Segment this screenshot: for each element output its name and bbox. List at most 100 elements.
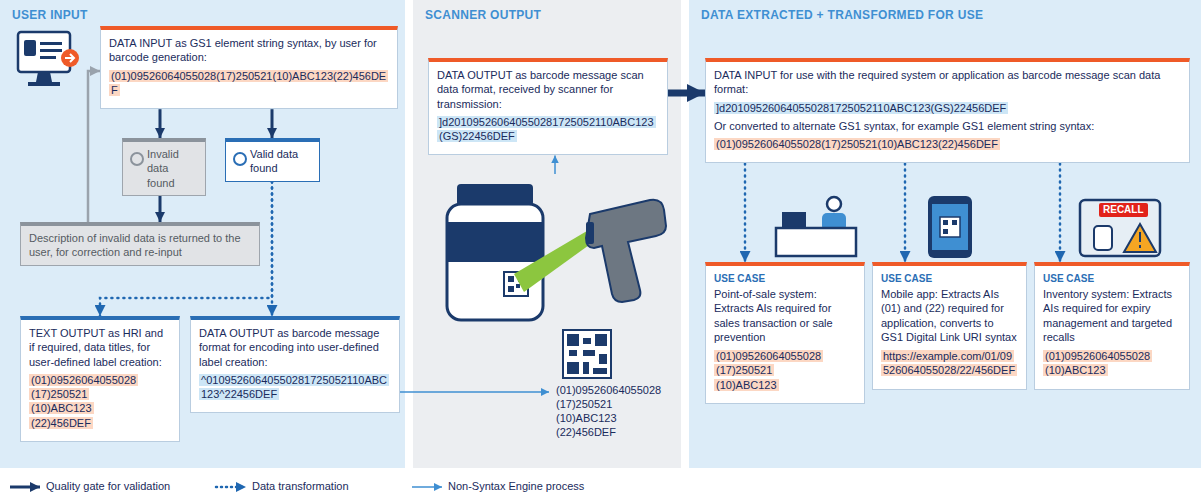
- recall-sign: [1124, 224, 1156, 252]
- code-line: (01)09526064055028 (17)250521 (10)ABC123…: [29, 373, 171, 430]
- barcode-scanner: [586, 222, 594, 244]
- box-text: Valid data found: [250, 147, 311, 176]
- computer-icon: [18, 32, 70, 72]
- phone-illustration: [932, 204, 968, 250]
- code-line: (01)09526064055028(17)250521(10)ABC123(2…: [109, 69, 389, 98]
- cashier-illustration: [782, 212, 806, 228]
- product-jar: [448, 222, 542, 262]
- legend-samples: [216, 486, 246, 489]
- 2d-barcode: [583, 338, 591, 344]
- computer-icon: [61, 49, 79, 67]
- box-text: TEXT OUTPUT as HRI and if required, data…: [29, 326, 171, 369]
- phone-illustration: [928, 196, 972, 258]
- legend-text: Non-Syntax Engine process: [448, 480, 584, 492]
- box-text: Mobile app: Extracts AIs (01) and (22) r…: [881, 287, 1018, 344]
- 2d-barcode: [569, 350, 577, 356]
- element-string: ^01095260640550281725052110ABC123^22456D…: [199, 374, 389, 400]
- cashier-illustration: [776, 228, 856, 256]
- process-arrow: [400, 391, 549, 393]
- input-box: DATA INPUT as GS1 element string syntax,…: [100, 26, 398, 109]
- product-jar: [447, 204, 543, 320]
- element-string: (01)09526064055028 (17)250521 (10)ABC123: [714, 350, 823, 391]
- element-string: (01)09526064055028 (10)ABC123: [1043, 350, 1152, 376]
- box-heading: USE CASE: [881, 272, 1018, 285]
- 2d-barcode: [563, 330, 611, 378]
- output-box: TEXT OUTPUT as HRI and if required, data…: [20, 316, 180, 442]
- element-string: (01)09526064055028(17)250521(10)ABC123(2…: [714, 138, 1000, 150]
- recall-sign: [1139, 245, 1141, 248]
- computer-icon: [40, 42, 62, 45]
- box-text: Description of invalid data is returned …: [29, 231, 251, 260]
- flow-arrow: [668, 90, 705, 97]
- computer-icon: [65, 54, 74, 62]
- box-text: Invalid data found: [147, 147, 197, 190]
- 2d-barcode: [593, 368, 607, 374]
- legend-samples: [412, 486, 442, 488]
- 2d-barcode: [595, 334, 607, 346]
- flow-arrow: [88, 71, 100, 222]
- use-case-box: USE CASE Mobile app: Extracts AIs (01) an…: [872, 262, 1027, 390]
- valid-box: Valid data found: [225, 138, 320, 182]
- product-jar: [508, 286, 514, 292]
- panel-ground: [689, 0, 1201, 468]
- element-string: ]d201095260640550281725052110ABC123(GS)2…: [714, 102, 1008, 114]
- flow-arrow: [271, 109, 274, 138]
- sign-text: RECALL: [1099, 203, 1148, 217]
- legend-samples: [10, 486, 40, 489]
- use-case-box: USE CASEInventory system: Extracts AIs r…: [1034, 262, 1190, 390]
- phone-illustration: [943, 220, 948, 225]
- panel: USER INPUTDATA INPUT as GS1 element stri…: [0, 0, 405, 468]
- use-case-box: USE CASEPoint-of-sale system: Extracts A…: [705, 262, 865, 404]
- code-line: (01)09526064055028 (10)ABC123: [1043, 349, 1181, 378]
- 2d-barcode: [583, 362, 589, 374]
- box-text: Inventory system: Extracts AIs required …: [1043, 287, 1181, 344]
- transformation-arrow: [744, 163, 747, 262]
- computer-icon: [40, 56, 56, 59]
- phone-illustration: [928, 196, 972, 258]
- scan-beam: [514, 228, 596, 292]
- cashier-illustration: [776, 197, 856, 256]
- hri-text: (17)250521: [556, 398, 612, 411]
- legend-text: Quality gate for validation: [46, 480, 170, 492]
- 2d-barcode: [599, 354, 607, 364]
- product-jar: [516, 284, 520, 288]
- box-text: Or converted to alternate GS1 syntax, fo…: [714, 119, 1181, 133]
- recall-sign: [1080, 200, 1160, 256]
- panel-ground: [0, 0, 405, 468]
- barcode-scanner: [586, 200, 666, 302]
- flow-arrow: [159, 196, 162, 222]
- panel: DATA EXTRACTED + TRANSFORMED FOR USE DATA…: [689, 0, 1201, 468]
- input-box: DATA INPUT for use with the required sys…: [705, 58, 1190, 163]
- hri-text: (10)ABC123: [556, 412, 617, 425]
- box-text: DATA OUTPUT as barcode message format fo…: [199, 326, 391, 369]
- hri-text: (01)09526064055028: [556, 384, 661, 397]
- scan-beam: [514, 228, 596, 292]
- code-line: (01)09526064055028 (17)250521 (10)ABC123: [714, 349, 856, 392]
- transformation-arrow: [1059, 163, 1062, 262]
- panel-title: SCANNER OUTPUT: [425, 8, 541, 24]
- panel-ground: [413, 0, 681, 468]
- computer-icon: [36, 72, 52, 82]
- phone-illustration: [943, 229, 948, 234]
- panel-title: DATA EXTRACTED + TRANSFORMED FOR USE: [701, 8, 983, 24]
- legend-text: Data transformation: [252, 480, 349, 492]
- code-line: ]d201095260640550281725052110ABC123(GS)2…: [714, 101, 1181, 115]
- box-text: DATA INPUT for use with the required sys…: [714, 68, 1181, 97]
- recall-sign: [1139, 232, 1141, 242]
- output-box: DATA OUTPUT as barcode message format fo…: [190, 316, 400, 413]
- transformation-arrow: [904, 163, 907, 262]
- product-jar: [447, 184, 543, 320]
- flow-arrow: [159, 109, 162, 138]
- phone-illustration: [952, 220, 957, 225]
- feedback-box: Description of invalid data is returned …: [20, 222, 260, 266]
- scanner-output-box: DATA OUTPUT as barcode message scan data…: [428, 58, 668, 155]
- recall-sign: [1080, 200, 1160, 256]
- element-string: (01)09526064055028 (17)250521 (10)ABC123…: [29, 374, 138, 429]
- element-string: (01)09526064055028(17)250521(10)ABC123(2…: [109, 70, 388, 96]
- recall-sign: [1094, 226, 1112, 250]
- code-line: ]d201095260640550281725052110ABC123(GS)2…: [437, 115, 659, 144]
- 2d-barcode: [563, 330, 611, 378]
- cashier-illustration: [827, 197, 841, 211]
